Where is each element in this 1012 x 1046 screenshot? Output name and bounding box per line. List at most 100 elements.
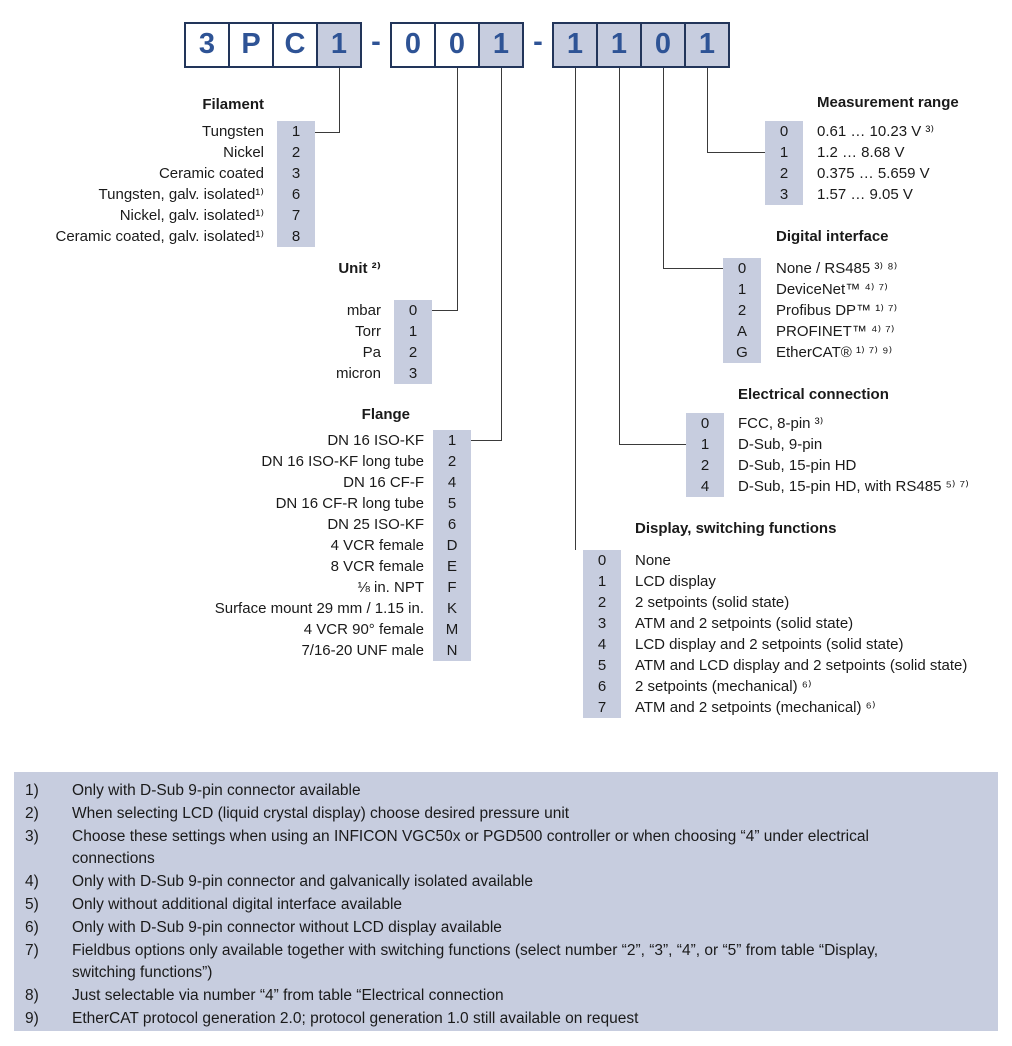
option-label: DN 16 CF-F bbox=[343, 474, 424, 491]
footnote-item: 4)Only with D-Sub 9-pin connector and ga… bbox=[25, 871, 978, 893]
filament-title: Filament bbox=[202, 96, 264, 113]
footnote-number: 1) bbox=[25, 782, 39, 799]
option-code: 5 bbox=[583, 655, 621, 676]
footnote-text: Only with D-Sub 9-pin connector availabl… bbox=[72, 782, 361, 799]
option-code: 2 bbox=[583, 592, 621, 613]
footnote-text: Just selectable via number “4” from tabl… bbox=[72, 987, 504, 1004]
footnote-number: 6) bbox=[25, 919, 39, 936]
option-label: 7/16-20 UNF male bbox=[301, 642, 424, 659]
connector-line bbox=[315, 132, 340, 133]
option-label: DN 16 ISO-KF bbox=[327, 432, 424, 449]
option-label: None / RS485 ³⁾ ⁸⁾ bbox=[776, 260, 898, 277]
option-code: 4 bbox=[686, 476, 724, 497]
option-row: Nickel, galv. isolated¹⁾7 bbox=[39, 205, 315, 226]
option-code: 4 bbox=[583, 634, 621, 655]
option-code: 7 bbox=[277, 205, 315, 226]
part-number-box: 1 bbox=[596, 22, 642, 68]
option-code: K bbox=[433, 598, 471, 619]
connector-line bbox=[707, 152, 765, 153]
part-number-separator: - bbox=[533, 26, 543, 58]
option-label: micron bbox=[335, 365, 381, 382]
option-code: 1 bbox=[723, 279, 761, 300]
footnote-text: Only without additional digital interfac… bbox=[72, 896, 403, 913]
option-label: FCC, 8-pin ³⁾ bbox=[738, 415, 824, 432]
digital-interface-title: Digital interface bbox=[776, 228, 889, 245]
option-code: 6 bbox=[583, 676, 621, 697]
option-label: LCD display bbox=[635, 573, 716, 590]
option-label: DeviceNet™ ⁴⁾ ⁷⁾ bbox=[776, 281, 888, 298]
option-code: 7 bbox=[583, 697, 621, 718]
footnote-number: 8) bbox=[25, 987, 39, 1004]
option-label: None bbox=[635, 552, 671, 569]
footnote-number: 2) bbox=[25, 805, 39, 822]
unit-title: Unit ²⁾ bbox=[338, 260, 381, 277]
option-code: 1 bbox=[583, 571, 621, 592]
option-label: D-Sub, 15-pin HD bbox=[738, 457, 857, 474]
option-label: PROFINET™ ⁴⁾ ⁷⁾ bbox=[776, 323, 895, 340]
option-label: Tungsten, galv. isolated¹⁾ bbox=[98, 186, 264, 203]
option-row: DN 16 ISO-KF 1 bbox=[195, 430, 471, 451]
footnote-item: 9)EtherCAT protocol generation 2.0; prot… bbox=[25, 1008, 978, 1030]
connector-line bbox=[663, 268, 723, 269]
option-row: 1 LCD display bbox=[583, 571, 967, 592]
option-code: 2 bbox=[394, 342, 432, 363]
option-label: 4 VCR female bbox=[330, 537, 424, 554]
flange-title: Flange bbox=[361, 406, 410, 423]
option-row: Surface mount 29 mm / 1.15 in.K bbox=[195, 598, 471, 619]
option-code: A bbox=[723, 321, 761, 342]
footnote-text: When selecting LCD (liquid crystal displ… bbox=[72, 805, 570, 822]
measurement-range-title: Measurement range bbox=[817, 94, 959, 111]
option-label: ATM and 2 setpoints (mechanical) ⁶⁾ bbox=[635, 699, 876, 716]
footnote-text: EtherCAT protocol generation 2.0; protoc… bbox=[72, 1010, 639, 1027]
footnote-item: 8) Just selectable via number “4” from ta… bbox=[25, 985, 978, 1007]
option-code: 4 bbox=[433, 472, 471, 493]
option-label: 2 setpoints (mechanical) ⁶⁾ bbox=[635, 678, 812, 695]
option-label: mbar bbox=[346, 302, 381, 319]
part-number-box: 0 bbox=[434, 22, 480, 68]
footnote-text: Only with D-Sub 9-pin connector and galv… bbox=[72, 873, 533, 890]
option-code: 2 bbox=[686, 455, 724, 476]
option-code: N bbox=[433, 640, 471, 661]
option-label: 8 VCR female bbox=[330, 558, 424, 575]
option-label: Torr bbox=[355, 323, 381, 340]
part-number-box: 3 bbox=[184, 22, 230, 68]
part-number-box: 0 bbox=[640, 22, 686, 68]
option-row: 7 ATM and 2 setpoints (mechanical) ⁶⁾ bbox=[583, 697, 967, 718]
option-code: 1 bbox=[433, 430, 471, 451]
footnote-item: 2) When selecting LCD (liquid crystal dis… bbox=[25, 803, 978, 825]
option-code: E bbox=[433, 556, 471, 577]
display-switching-title: Display, switching functions bbox=[635, 520, 837, 537]
option-label: Ceramic coated bbox=[158, 165, 264, 182]
connector-line bbox=[339, 68, 340, 132]
part-number-box: C bbox=[272, 22, 318, 68]
option-label: Nickel bbox=[223, 144, 264, 161]
option-row: DN 16 CF-F 4 bbox=[195, 472, 471, 493]
option-code: 6 bbox=[433, 514, 471, 535]
option-label: 1.2 … 8.68 V bbox=[817, 144, 905, 161]
option-code: 8 bbox=[277, 226, 315, 247]
option-label: ⅛ in. NPT bbox=[357, 579, 424, 596]
option-label: DN 16 CF-R long tube bbox=[275, 495, 424, 512]
option-label: Pa bbox=[362, 344, 381, 361]
